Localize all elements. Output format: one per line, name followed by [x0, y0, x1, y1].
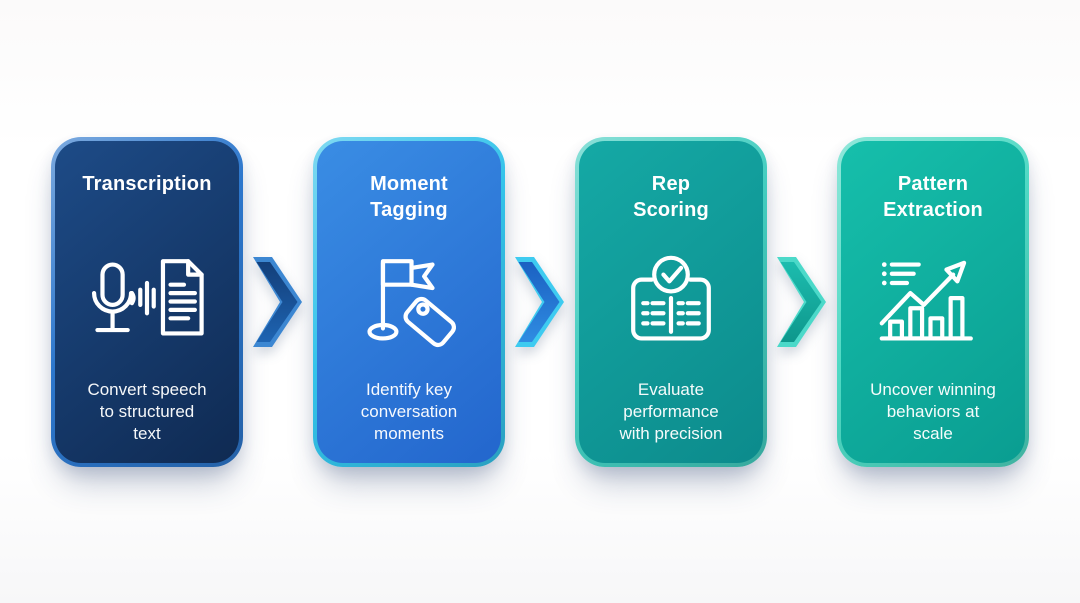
- step-card-body: Moment Tagging Identify key conversation…: [317, 141, 501, 463]
- step-card-pattern-extraction: Pattern Extraction Unc: [837, 137, 1029, 467]
- step-description: Convert speech to structured text: [87, 380, 207, 444]
- step-title: Transcription: [82, 173, 212, 195]
- step-card-body: Rep Scoring Evaluate p: [579, 141, 763, 463]
- trend-chart-icon: [870, 237, 996, 365]
- microphone-document-icon: [84, 237, 210, 365]
- flow-row: Transcription: [0, 137, 1080, 467]
- flow-arrow-right-icon: [515, 255, 565, 349]
- step-card-transcription: Transcription: [51, 137, 243, 467]
- step-description: Evaluate performance with precision: [619, 380, 723, 444]
- step-description: Uncover winning behaviors at scale: [870, 380, 996, 444]
- flow-arrow-right-icon: [253, 255, 303, 349]
- step-card-body: Pattern Extraction Unc: [841, 141, 1025, 463]
- step-card-moment-tagging: Moment Tagging Identify key conversation…: [313, 137, 505, 467]
- step-card-rep-scoring: Rep Scoring Evaluate p: [575, 137, 767, 467]
- step-title: Rep Scoring: [633, 173, 709, 222]
- step-title: Moment Tagging: [370, 173, 448, 222]
- flag-tag-icon: [346, 237, 472, 365]
- step-description: Identify key conversation moments: [360, 380, 458, 444]
- step-title: Pattern Extraction: [883, 173, 983, 222]
- step-card-body: Transcription: [55, 141, 239, 463]
- flow-arrow-right-icon: [777, 255, 827, 349]
- scorecard-check-icon: [608, 237, 734, 365]
